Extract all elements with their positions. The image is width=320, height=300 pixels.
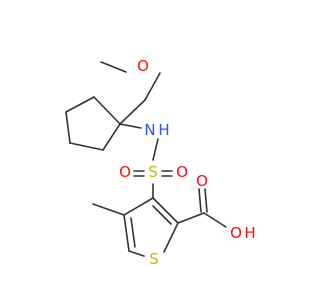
bond-thiophene-c5-sulfur xyxy=(128,250,145,257)
atom-label-hydroxyl-oxygen: O xyxy=(230,224,242,242)
bond-carboxyl-carbonyl-b xyxy=(204,188,208,213)
atom-label-sulfonyl-oxygen-right: O xyxy=(176,163,188,181)
atom-label-hydroxyl-hydrogen: H xyxy=(244,224,255,242)
molecule-structure-diagram: O N H S O O O O H S xyxy=(65,57,256,268)
bond-c2-carboxyl-c xyxy=(177,212,205,224)
atom-label-ether-oxygen: O xyxy=(137,57,149,75)
bond-thiophene-sulfur-c2 xyxy=(163,222,179,253)
atom-label-carbonyl-oxygen: O xyxy=(196,172,208,190)
bond-carboxyl-carbonyl-a xyxy=(198,188,202,213)
bond-ring-c5-c1 xyxy=(102,123,121,151)
bond-layer xyxy=(65,61,227,257)
bond-ring-c2-c3 xyxy=(65,96,95,113)
bond-ch2-quaternary-c xyxy=(119,99,146,125)
bond-thiophene-c3-c4 xyxy=(123,197,154,216)
bond-ring-c1-c2 xyxy=(93,96,121,125)
bond-thiophene-c4-c5 xyxy=(123,214,130,252)
bond-ether-ch2 xyxy=(144,72,161,101)
bond-thiophene-c3-c2 xyxy=(152,197,179,224)
atom-label-amine-hydrogen: H xyxy=(158,121,169,139)
bond-thiophene-c4-c5-inner xyxy=(130,217,136,248)
bond-ring-c3-c4 xyxy=(65,111,71,144)
atom-label-layer: O N H S O O O O H S xyxy=(119,57,256,268)
atom-label-amine-nitrogen: N xyxy=(144,121,155,139)
atom-label-thiophene-sulfur: S xyxy=(149,250,159,268)
bond-ring-c4-c5 xyxy=(69,142,104,151)
bond-thiophene-c4-methyl xyxy=(92,203,125,216)
bond-quaternary-c-nitrogen xyxy=(119,123,142,129)
bond-carboxyl-hydroxyl xyxy=(203,212,227,228)
atom-label-sulfonyl-oxygen-left: O xyxy=(119,163,131,181)
atom-label-sulfonyl-sulfur: S xyxy=(148,163,158,181)
bond-methyl-ether xyxy=(100,61,127,73)
bond-nitrogen-sulfonyl xyxy=(152,138,159,161)
bond-thiophene-c3-c2-inner xyxy=(152,205,172,225)
